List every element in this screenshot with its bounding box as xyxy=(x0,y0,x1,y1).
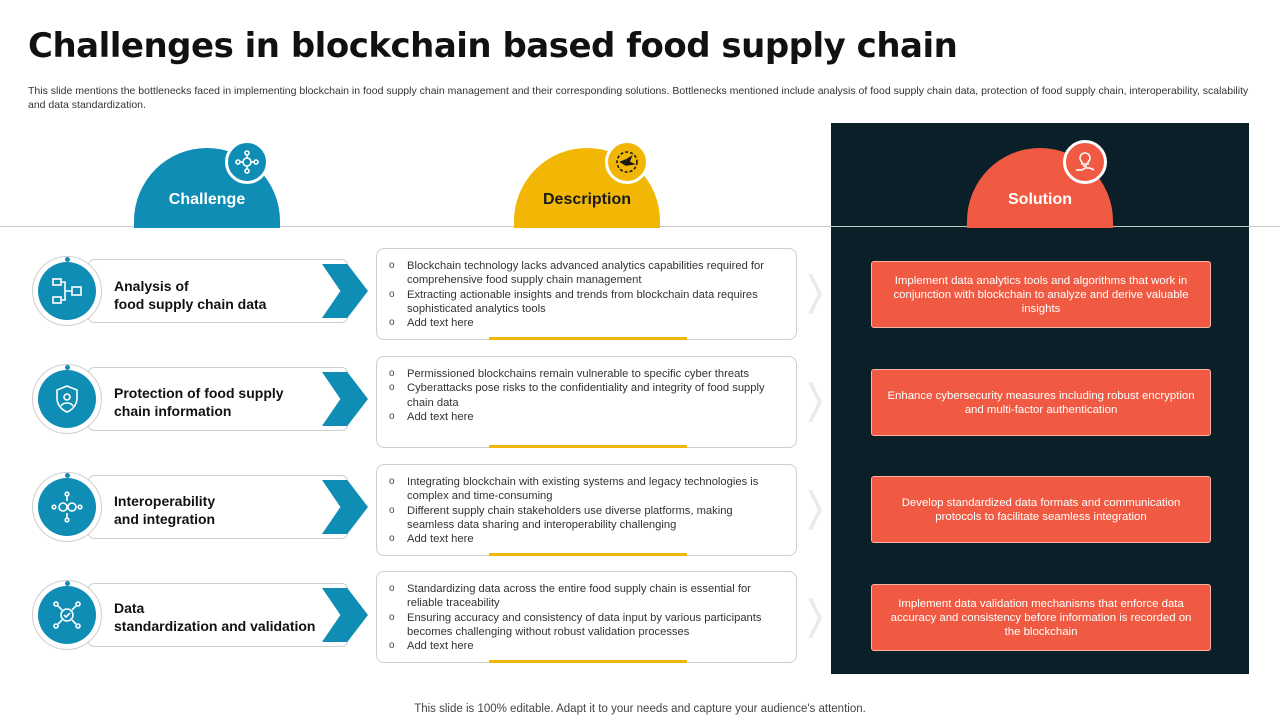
challenge-label-line: Data xyxy=(114,600,145,616)
challenge-card xyxy=(88,583,348,647)
solution-header-label: Solution xyxy=(1008,191,1072,208)
description-accent-bar xyxy=(489,445,687,448)
challenge-label-line: Analysis of xyxy=(114,278,189,294)
description-bullet: Integrating blockchain with existing sys… xyxy=(389,475,782,504)
challenge-card xyxy=(88,259,348,323)
solution-card: Enhance cybersecurity measures including… xyxy=(871,369,1211,436)
challenge-label-line: Interoperability xyxy=(114,493,216,509)
description-bullet: Different supply chain stakeholders use … xyxy=(389,504,782,533)
solution-card: Implement data validation mechanisms tha… xyxy=(871,584,1211,651)
challenge-label: Interoperability and integration xyxy=(114,492,329,528)
solution-card: Implement data analytics tools and algor… xyxy=(871,261,1211,328)
description-list: Standardizing data across the entire foo… xyxy=(377,572,796,654)
challenge-header-label: Challenge xyxy=(168,191,246,208)
challenge-dot xyxy=(65,365,70,370)
chevron-right-icon xyxy=(808,598,822,638)
gears-network-icon xyxy=(38,478,96,536)
description-accent-bar xyxy=(489,553,687,556)
description-accent-bar xyxy=(489,337,687,340)
description-bullet: Blockchain technology lacks advanced ana… xyxy=(389,259,782,288)
description-card: Blockchain technology lacks advanced ana… xyxy=(376,248,797,340)
challenge-label-line: food supply chain data xyxy=(114,296,267,312)
challenge-label: Data standardization and validation xyxy=(114,599,329,635)
footer-note: This slide is 100% editable. Adapt it to… xyxy=(414,703,866,715)
description-list: Blockchain technology lacks advanced ana… xyxy=(377,249,796,331)
description-bullet: Permissioned blockchains remain vulnerab… xyxy=(389,367,782,382)
shield-user-icon xyxy=(38,370,96,428)
description-list: Integrating blockchain with existing sys… xyxy=(377,465,796,547)
description-card: Integrating blockchain with existing sys… xyxy=(376,464,797,556)
description-list: Permissioned blockchains remain vulnerab… xyxy=(377,357,796,424)
lightbulb-hand-icon xyxy=(1063,140,1107,184)
challenge-card xyxy=(88,475,348,539)
description-card: Permissioned blockchains remain vulnerab… xyxy=(376,356,797,448)
challenge-dot xyxy=(65,257,70,262)
description-bullet: Standardizing data across the entire foo… xyxy=(389,582,782,611)
description-card: Standardizing data across the entire foo… xyxy=(376,571,797,663)
check-network-icon xyxy=(38,586,96,644)
bird-badge-icon xyxy=(605,140,649,184)
description-bullet: Extracting actionable insights and trend… xyxy=(389,288,782,317)
chevron-right-icon xyxy=(808,274,822,314)
description-bullet: Add text here xyxy=(389,639,782,654)
chevron-right-icon xyxy=(808,382,822,422)
challenge-label-line: and integration xyxy=(114,511,216,527)
description-bullet: Ensuring accuracy and consistency of dat… xyxy=(389,611,782,640)
challenge-card xyxy=(88,367,348,431)
description-accent-bar xyxy=(489,660,687,663)
description-bullet: Cyberattacks pose risks to the confident… xyxy=(389,381,782,410)
chevron-right-icon xyxy=(808,490,822,530)
data-flow-icon xyxy=(38,262,96,320)
challenge-dot xyxy=(65,473,70,478)
challenge-label-line: chain information xyxy=(114,403,232,419)
description-header-label: Description xyxy=(542,191,631,208)
challenge-label: Protection of food supply chain informat… xyxy=(114,384,329,420)
solution-card: Develop standardized data formats and co… xyxy=(871,476,1211,543)
challenge-dot xyxy=(65,581,70,586)
network-gear-icon xyxy=(225,140,269,184)
description-bullet: Add text here xyxy=(389,316,782,331)
challenge-label-line: Protection of food supply xyxy=(114,385,284,401)
page-title: Challenges in blockchain based food supp… xyxy=(28,26,958,66)
description-bullet: Add text here xyxy=(389,532,782,547)
challenge-label-line: standardization and validation xyxy=(114,618,316,634)
challenge-label: Analysis of food supply chain data xyxy=(114,277,329,313)
description-bullet: Add text here xyxy=(389,410,782,425)
page-subtitle: This slide mentions the bottlenecks face… xyxy=(28,85,1249,111)
